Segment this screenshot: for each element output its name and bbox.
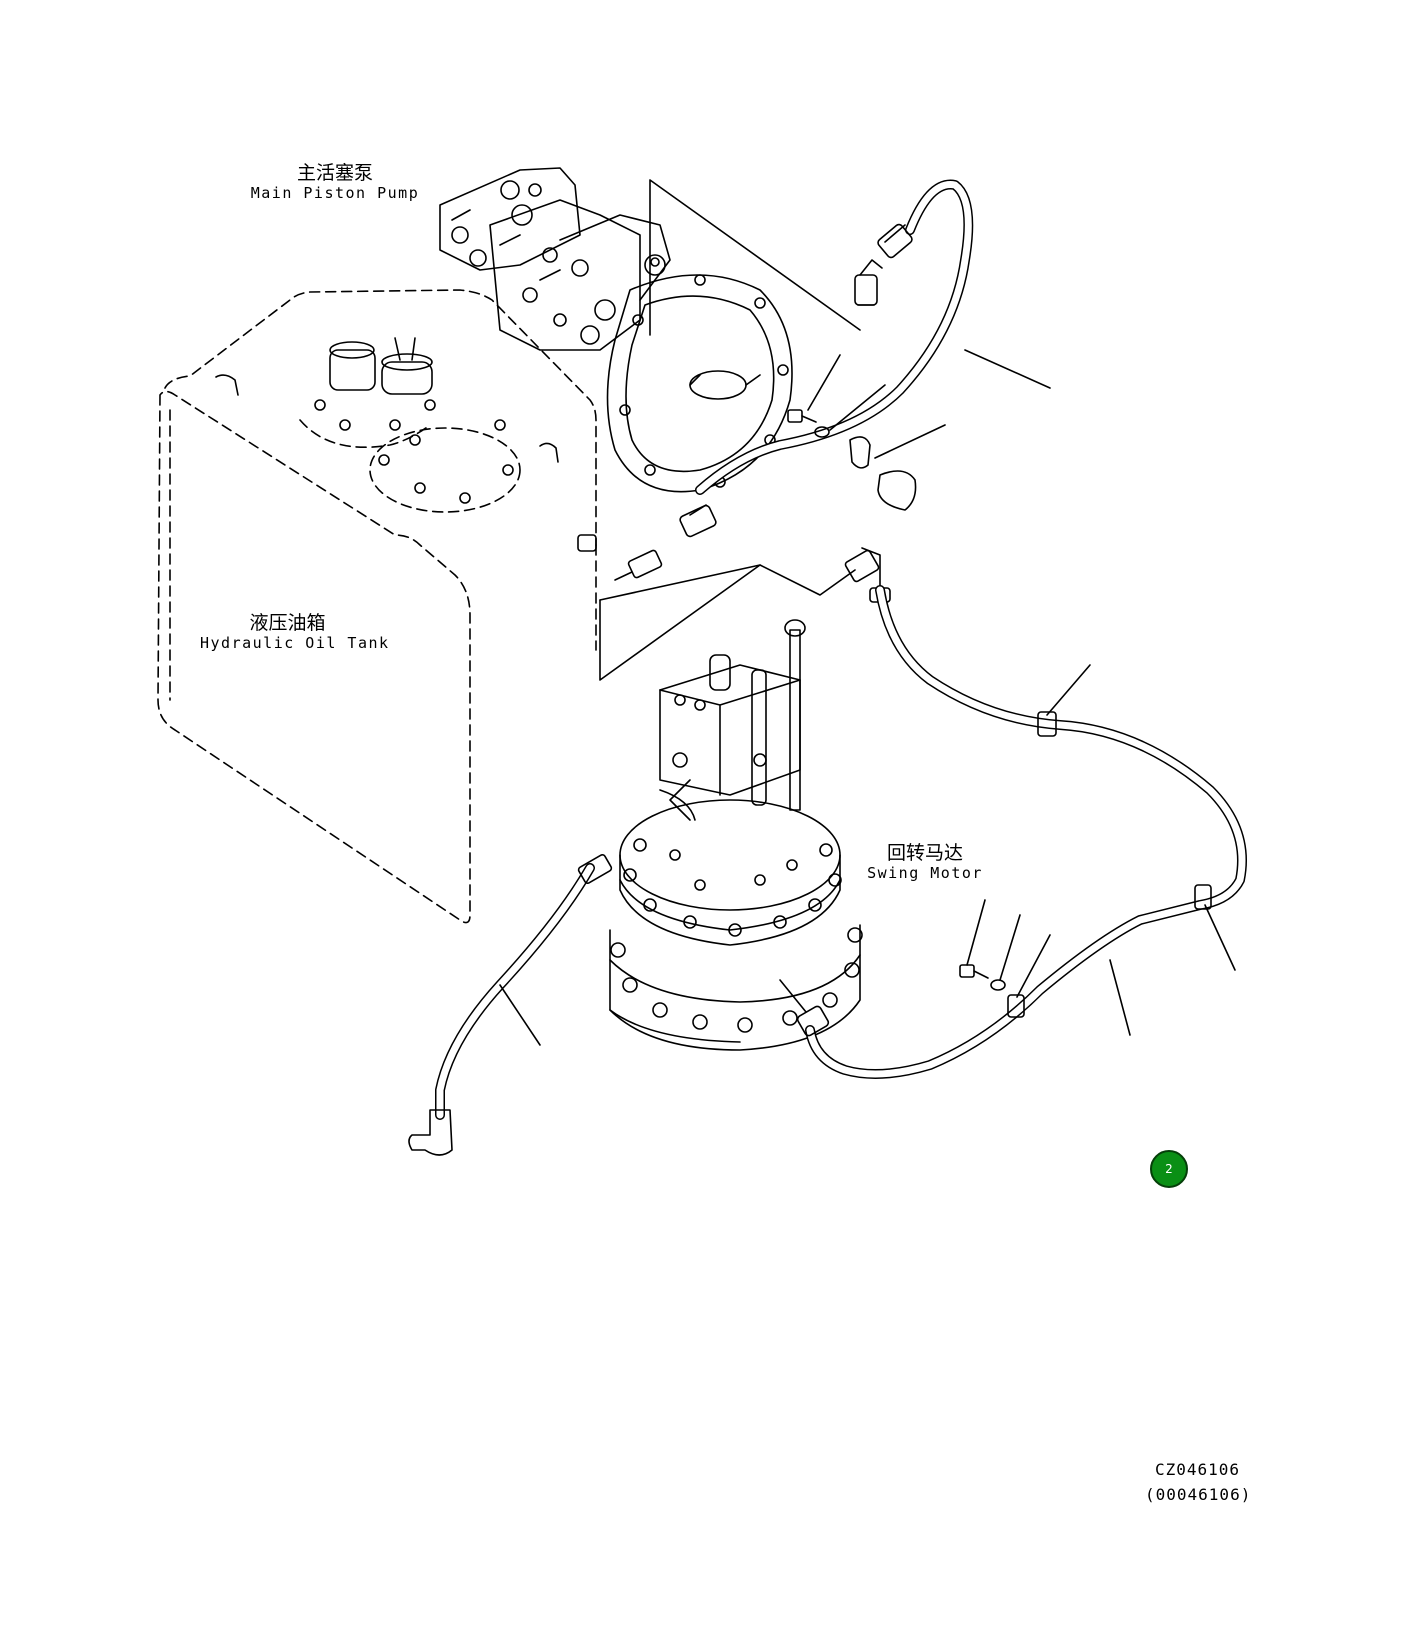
hydraulic-oil-tank-label-zh: 液压油箱 (249, 612, 326, 634)
tank-filter-icon (215, 337, 597, 552)
leader-line (874, 424, 946, 459)
leader-line (599, 564, 761, 601)
drawing-code: CZ046106 (1155, 1460, 1241, 1479)
leader-line (599, 564, 856, 681)
leader-line (1204, 904, 1236, 971)
clamp-icon (1007, 711, 1212, 1018)
hose-icon (779, 585, 1247, 1079)
part-callout-2[interactable]: 2 (1150, 1150, 1188, 1188)
leader-line (649, 179, 861, 336)
hydraulic-oil-tank-label-en: Hydraulic Oil Tank (200, 633, 390, 652)
main-piston-pump-label-en: Main Piston Pump (250, 183, 420, 202)
swing-motor-label-en: Swing Motor (867, 863, 983, 882)
washer-icon (990, 979, 1006, 991)
clamp-icon (849, 436, 917, 511)
elbow-fitting-icon (854, 259, 883, 306)
swing-motor-label: 回转马达 Swing Motor (860, 842, 990, 882)
main-piston-pump-label-zh: 主活塞泵 (296, 162, 373, 184)
hose-icon (679, 179, 974, 538)
bolt-icon (787, 409, 817, 423)
leader-line (1046, 664, 1091, 716)
piston-pump-icon (439, 167, 793, 493)
swing-motor-label-zh: 回转马达 (886, 842, 963, 864)
leader-line (499, 984, 541, 1046)
swing-motor-icon (609, 619, 863, 1051)
washer-icon (814, 426, 830, 438)
leader-line (807, 354, 841, 411)
leader-line (966, 899, 986, 966)
hydraulic-oil-tank-label: 液压油箱 Hydraulic Oil Tank (200, 612, 390, 652)
leader-line (999, 914, 1021, 981)
leader-line (964, 349, 1051, 389)
hose-icon (408, 854, 613, 1156)
drawing-code-alt: (00046106) (1145, 1485, 1252, 1504)
hydraulic-tank-icon (157, 289, 597, 924)
main-piston-pump-label: 主活塞泵 Main Piston Pump (250, 162, 420, 202)
leader-line (829, 384, 886, 431)
leader-line (1016, 934, 1051, 998)
bolt-icon (959, 964, 989, 979)
leader-line (1109, 959, 1131, 1036)
